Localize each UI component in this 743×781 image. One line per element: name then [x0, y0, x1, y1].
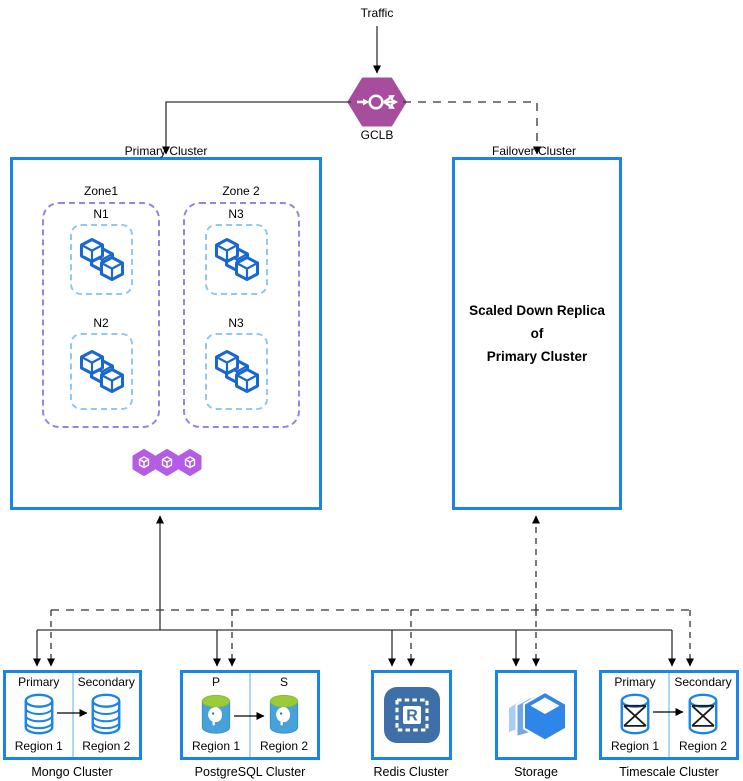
redis-cluster-box: R	[371, 670, 452, 760]
cell-divider	[249, 673, 251, 757]
gclb-label: GCLB	[360, 128, 394, 142]
zone-label: Zone 2	[222, 184, 260, 198]
failover-cluster-label: Failover Cluster	[491, 144, 577, 158]
role-label: S	[279, 675, 288, 689]
compute-cubes-icon	[214, 350, 260, 393]
storage-box	[495, 670, 577, 760]
region-label: Region 1	[610, 739, 660, 753]
mongo-cluster-title: Mongo Cluster	[31, 765, 113, 779]
zone-box	[42, 202, 160, 428]
role-label: Primary	[614, 675, 656, 689]
compute-cubes-icon	[79, 350, 125, 393]
storage-icon	[505, 687, 567, 743]
storage-title: Storage	[514, 765, 558, 779]
mongo-secondary-cell: Secondary Region 2	[74, 673, 140, 757]
failover-text-line: Primary Cluster	[486, 349, 588, 364]
failover-cluster-box	[452, 157, 622, 510]
traffic-label: Traffic	[360, 6, 394, 20]
node-label: N3	[228, 207, 244, 221]
mongodb-database-icon	[22, 693, 56, 735]
mongodb-database-icon	[89, 693, 123, 735]
region-label: Region 2	[259, 739, 309, 753]
node-box	[205, 333, 268, 410]
mongo-primary-cell: Primary Region 1	[6, 673, 72, 757]
region-label: Region 1	[14, 739, 63, 753]
node-label: N1	[93, 207, 109, 221]
timescale-secondary-cell: Secondary Region 2	[670, 673, 736, 757]
node-box	[70, 333, 133, 410]
role-label: Primary	[18, 675, 60, 689]
mongo-cluster-box: Primary Region 1 Secondary Region 2	[3, 670, 142, 760]
postgres-secondary-cell: S Region 2	[251, 673, 317, 757]
compute-cubes-icon	[79, 238, 125, 281]
node-box	[70, 224, 133, 295]
redis-icon: R	[383, 686, 441, 744]
postgresql-database-icon	[199, 693, 233, 735]
cell-divider	[71, 673, 74, 757]
region-label: Region 2	[82, 739, 131, 753]
cell-divider	[668, 673, 670, 757]
role-label: P	[211, 675, 220, 689]
role-label: Secondary	[674, 675, 732, 689]
zone-box	[183, 202, 300, 428]
timescale-database-icon	[686, 693, 720, 735]
zone-label: Zone1	[83, 184, 119, 198]
timescale-database-icon	[618, 693, 652, 735]
load-balancer-icon	[347, 77, 407, 127]
failover-text-line: Scaled Down Replica	[469, 303, 605, 318]
node-label: N2	[93, 316, 109, 330]
redis-cluster-title: Redis Cluster	[373, 765, 449, 779]
redis-letter: R	[406, 708, 418, 725]
region-label: Region 1	[191, 739, 241, 753]
compute-cubes-icon	[214, 238, 260, 281]
node-box	[205, 224, 268, 295]
failover-text-line: of	[530, 326, 544, 341]
failover-cluster-description: Scaled Down Replica of Primary Cluster	[452, 157, 622, 510]
postgresql-cluster-box: P Region 1 S Region 2	[180, 670, 320, 760]
kubernetes-nodes-icon	[132, 449, 202, 477]
region-label: Region 2	[678, 739, 728, 753]
role-label: Secondary	[77, 675, 135, 689]
timescale-cluster-box: Primary Region 1 Secondary Region 2	[599, 670, 739, 760]
postgres-primary-cell: P Region 1	[183, 673, 249, 757]
postgresql-cluster-title: PostgreSQL Cluster	[194, 765, 306, 779]
postgresql-database-icon	[267, 693, 301, 735]
node-label: N3	[228, 316, 244, 330]
timescale-cluster-title: Timescale Cluster	[619, 765, 719, 779]
primary-cluster-label: Primary Cluster	[124, 144, 208, 158]
timescale-primary-cell: Primary Region 1	[602, 673, 668, 757]
